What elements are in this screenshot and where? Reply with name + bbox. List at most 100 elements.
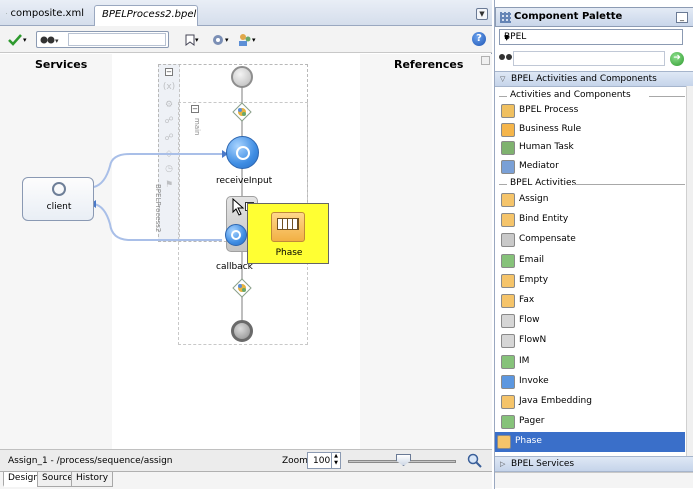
palette-item-label: FlowN [519, 335, 547, 346]
chevron-down-icon: ▽ [500, 75, 506, 83]
selection-path: Assign_1 - /process/sequence/assign [8, 456, 173, 466]
palette-item-human-task[interactable]: Human Task [499, 138, 689, 158]
spinner-arrows-icon[interactable]: ▲▼ [331, 453, 340, 468]
palette-item-label: Java Embedding [519, 396, 592, 406]
palette-item-label: IM [519, 355, 530, 366]
palette-item-label: Flow [519, 315, 540, 326]
design-canvas[interactable]: Services References − (x) ⚙ ☍ ☍ ◇ ◷ ⚑ BP… [0, 54, 492, 449]
receive-input-label: receiveInput [216, 176, 273, 186]
palette-footer [495, 472, 693, 488]
tools-menu-button[interactable]: ▾ [238, 32, 256, 47]
partner-links-icon[interactable]: ☍ [164, 116, 174, 126]
client-service[interactable]: client [22, 177, 94, 221]
accordion-bpel-services[interactable]: ▷ BPEL Services [495, 456, 693, 472]
tab-list-dropdown[interactable]: ▼ [476, 8, 488, 20]
sequence-junction-icon [232, 278, 252, 298]
mouse-cursor-icon [232, 197, 246, 216]
collapse-process-button[interactable]: − [165, 68, 173, 76]
palette-item-empty[interactable]: Empty [499, 271, 689, 291]
receive-input-node[interactable] [226, 136, 259, 169]
palette-item-label: Pager [519, 416, 545, 427]
bind-entity-icon [501, 213, 515, 228]
bookmark-button[interactable]: ▾ [185, 32, 199, 47]
palette-item-email[interactable]: Email [499, 251, 689, 271]
chevron-down-icon: ▾ [225, 35, 229, 44]
palette-item-label: Mediator [519, 160, 559, 171]
palette-item-im[interactable]: IM [499, 352, 689, 372]
variables-icon[interactable]: (x) [162, 82, 176, 92]
palette-item-business-rule[interactable]: Business Rule [499, 120, 689, 140]
help-icon[interactable]: ? [472, 32, 486, 46]
gear-icon [213, 34, 223, 45]
business-rule-icon [501, 122, 515, 137]
palette-page-select[interactable]: BPEL ▼ [499, 29, 683, 45]
palette-page-value: BPEL [504, 32, 527, 42]
palette-item-label: Empty [519, 274, 549, 285]
palette-item-fax[interactable]: Fax [499, 291, 689, 311]
bpel-process-icon [501, 104, 515, 118]
zoom-value: 100 [313, 456, 331, 466]
gear-icon [52, 182, 66, 196]
svg-text:▾: ▾ [55, 37, 59, 45]
palette-item-bpel-process[interactable]: BPEL Process [499, 101, 689, 121]
tab-composite[interactable]: composite.xml [2, 5, 90, 26]
drag-preview-label: Phase [275, 248, 303, 258]
palette-item-phase[interactable]: Phase [495, 432, 685, 453]
flown-icon [501, 334, 515, 349]
human-task-icon [501, 141, 515, 155]
accordion-bpel-activities[interactable]: ▽ BPEL Activities and Components [495, 71, 693, 87]
pager-icon [501, 415, 515, 430]
minimize-button[interactable]: _ [676, 12, 688, 23]
drag-preview-phase: Phase [247, 203, 329, 264]
compensate-icon [501, 233, 515, 248]
find-input[interactable] [68, 33, 166, 46]
binoculars-icon[interactable]: ▾ [40, 34, 60, 45]
binoculars-icon [499, 52, 512, 64]
fault-icon[interactable]: ⚑ [164, 180, 174, 190]
section-header: Activities and Components [499, 89, 685, 103]
people-icon [239, 33, 251, 46]
canvas-scroll-corner[interactable] [481, 56, 490, 65]
section-header: BPEL Activities [499, 177, 685, 191]
palette-header: Component Palette _ [495, 7, 693, 27]
palette-item-label: Bind Entity [519, 214, 569, 225]
start-node[interactable] [231, 66, 253, 88]
palette-item-flown[interactable]: FlowN [499, 331, 689, 351]
checkmark-icon [8, 33, 22, 46]
bookmark-icon [185, 34, 195, 46]
tab-bpelprocess2[interactable]: BPELProcess2.bpel [94, 5, 198, 27]
palette-item-bind-entity[interactable]: Bind Entity [499, 210, 689, 230]
palette-item-pager[interactable]: Pager [499, 412, 689, 432]
palette-item-java-embedding[interactable]: Java Embedding [499, 392, 689, 412]
tab-label: composite.xml [10, 8, 84, 19]
palette-item-compensate[interactable]: Compensate [499, 230, 689, 250]
palette-scrollbar[interactable] [686, 86, 693, 458]
services-lane-title: Services [35, 58, 88, 71]
palette-item-flow[interactable]: Flow [499, 311, 689, 331]
phase-icon [497, 435, 511, 450]
collapse-main-button[interactable]: − [191, 105, 199, 113]
palette-item-assign[interactable]: Assign [499, 190, 689, 210]
zoom-fit-icon[interactable] [467, 453, 483, 469]
palette-item-invoke[interactable]: Invoke [499, 372, 689, 392]
palette-search-input[interactable] [513, 51, 665, 66]
palette-item-label: Assign [519, 194, 549, 204]
end-node[interactable] [231, 320, 253, 342]
zoom-slider-thumb[interactable] [396, 454, 411, 466]
accordion-label: BPEL Activities and Components [511, 74, 657, 84]
zoom-spinner[interactable]: 100 ▲▼ [307, 452, 341, 469]
palette-item-label: Invoke [519, 375, 549, 386]
gear-icon[interactable]: ⚙ [164, 100, 174, 110]
validate-button[interactable]: ▾ [8, 32, 27, 47]
palette-item-mediator[interactable]: Mediator [499, 157, 689, 177]
sequence-junction-icon [232, 102, 252, 122]
editor-tab-bar: composite.xml BPELProcess2.bpel ▼ [0, 0, 492, 27]
event-icon[interactable]: ◷ [165, 164, 173, 174]
go-arrow-icon[interactable]: ➜ [670, 52, 684, 66]
zoom-label: Zoom: [282, 456, 311, 466]
tab-history[interactable]: History [71, 472, 114, 487]
composite-icon [6, 12, 8, 15]
correlation-icon[interactable]: ☍ [164, 133, 174, 143]
gear-menu-button[interactable]: ▾ [211, 32, 229, 47]
phase-icon [271, 212, 305, 242]
